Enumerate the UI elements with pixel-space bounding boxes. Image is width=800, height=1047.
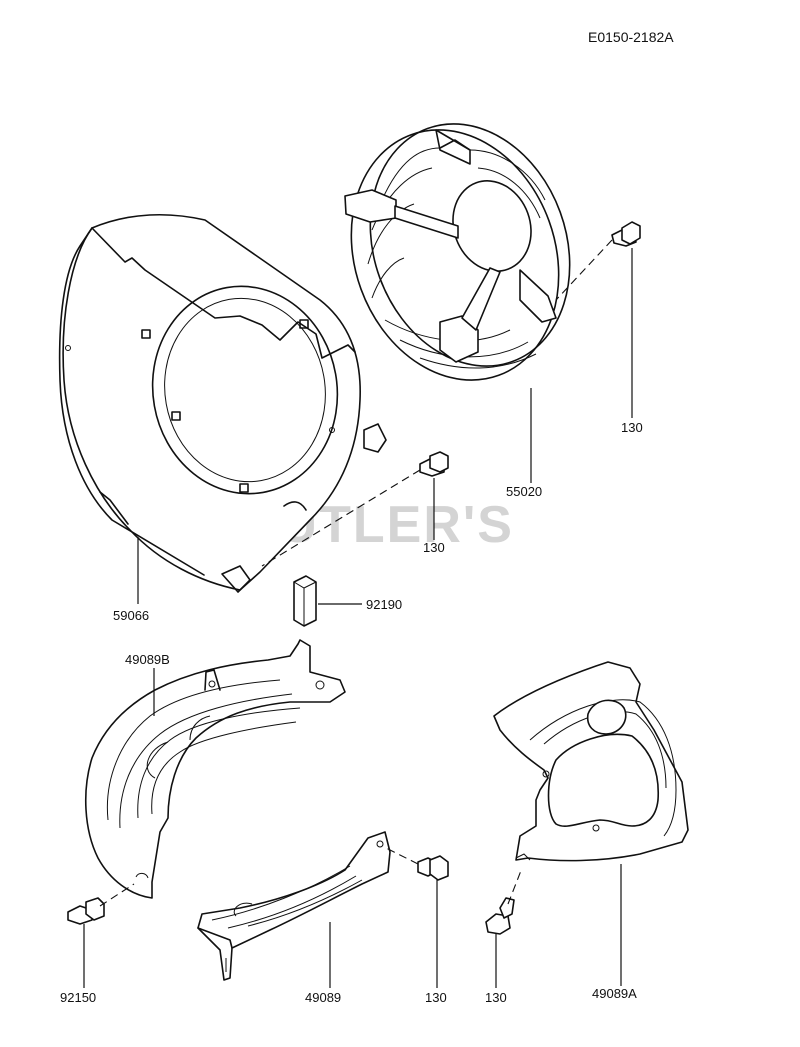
label-130-screen: 130 — [621, 420, 643, 435]
label-130-cover-a: 130 — [485, 990, 507, 1005]
label-49089a: 49089A — [592, 986, 637, 1001]
label-130-shroud: 130 — [423, 540, 445, 555]
dashed-line-cover — [385, 847, 419, 865]
cover-49089b-drawing[interactable] — [85, 639, 346, 899]
dashed-line-cover-a — [507, 867, 523, 905]
key-92190-drawing[interactable] — [293, 575, 317, 627]
bolt-130-cover-a[interactable] — [485, 897, 515, 935]
label-92190: 92190 — [366, 597, 402, 612]
label-130-cover: 130 — [425, 990, 447, 1005]
label-59066: 59066 — [113, 608, 149, 623]
label-49089b: 49089B — [125, 652, 170, 667]
dashed-line-92150 — [99, 883, 135, 907]
cover-49089-drawing[interactable] — [197, 831, 391, 981]
label-55020: 55020 — [506, 484, 542, 499]
dashed-line-screen — [555, 239, 613, 301]
fan-screen-drawing[interactable] — [317, 96, 602, 410]
label-92150: 92150 — [60, 990, 96, 1005]
bolt-130-shroud[interactable] — [419, 451, 449, 477]
fan-shroud-drawing[interactable] — [58, 214, 387, 593]
dashed-line-shroud — [261, 469, 421, 567]
bolt-92150[interactable] — [67, 897, 105, 925]
label-49089: 49089 — [305, 990, 341, 1005]
ref-code: E0150-2182A — [588, 29, 674, 45]
bolt-130-screen[interactable] — [611, 221, 641, 247]
bolt-130-cover[interactable] — [417, 855, 449, 881]
cover-49089a-drawing[interactable] — [493, 661, 689, 862]
